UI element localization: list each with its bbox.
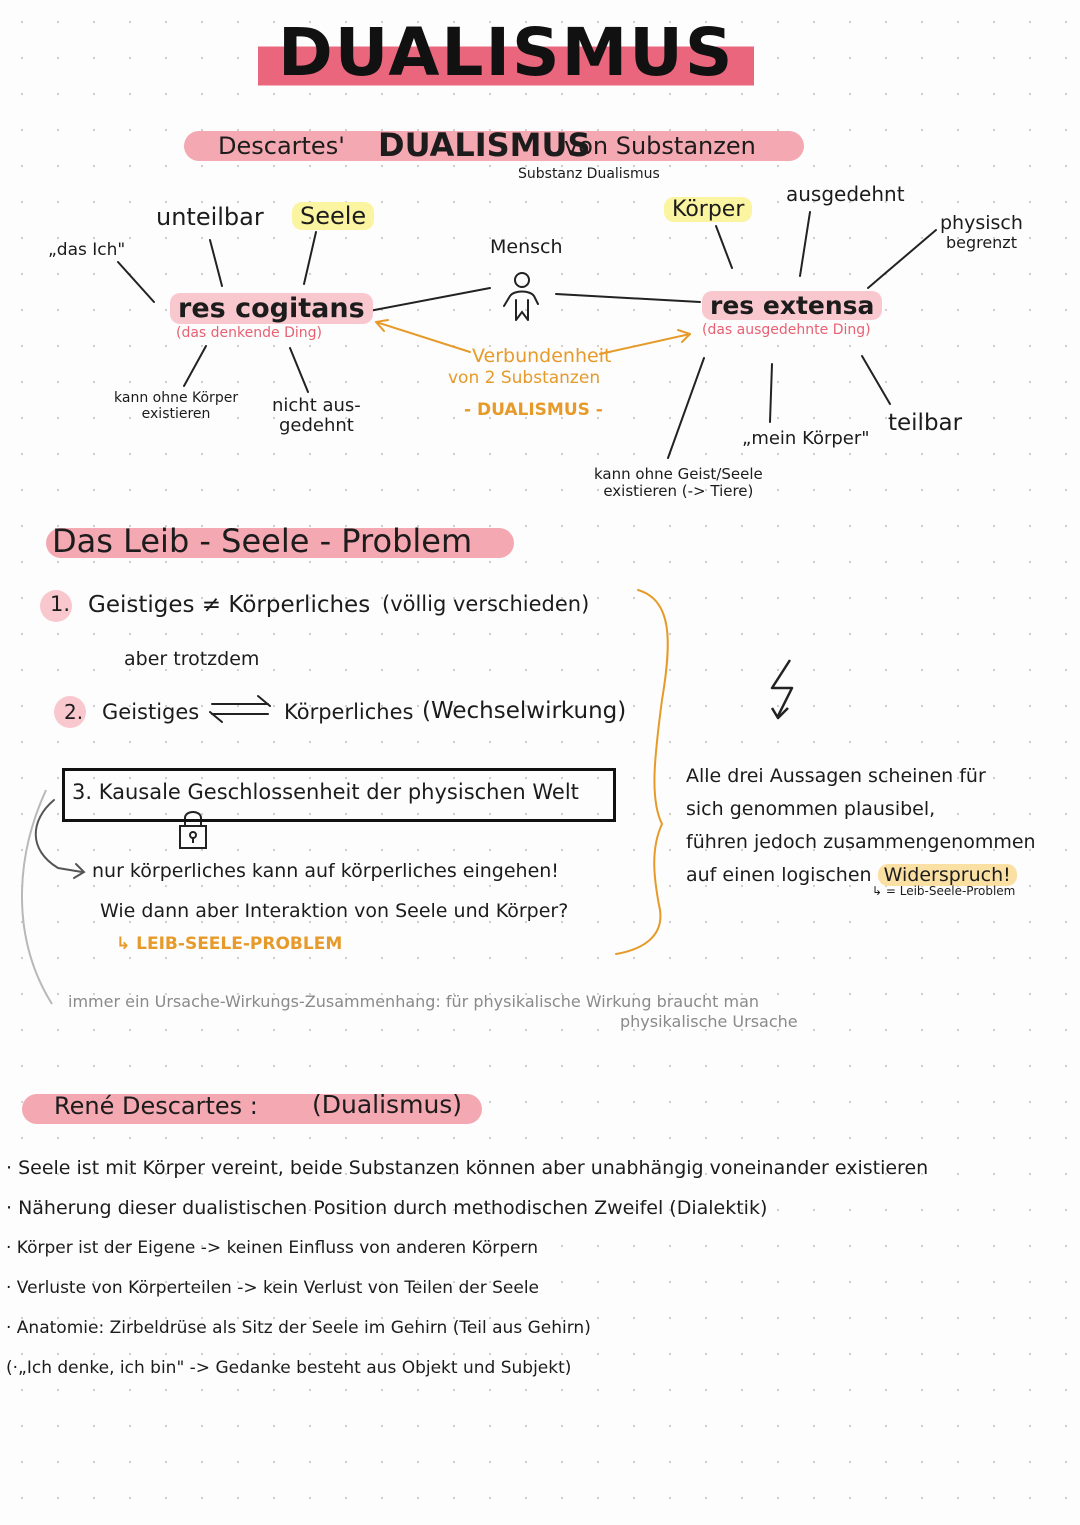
right-conclusion: Alle drei Aussagen scheinen für sich gen… (686, 765, 1036, 886)
descartes-heading: René Descartes : (54, 1092, 258, 1120)
label-von-2-substanzen: von 2 Substanzen (448, 368, 601, 388)
line-cogitans-kann (183, 345, 207, 387)
bullet-4: · Verluste von Körperteilen -> kein Verl… (6, 1278, 540, 1298)
label-ausgedehnt: ausgedehnt (786, 182, 905, 206)
line-seele-cogitans (303, 231, 317, 285)
lightning-icon (770, 659, 794, 720)
label-kann-ohne-geist: kann ohne Geist/Seele existieren (-> Tie… (594, 465, 763, 500)
line-extensa-teilbar (861, 355, 891, 405)
descartes-heading-highlight (22, 1094, 482, 1124)
point1-text: Geistiges ≠ Körperliches (88, 592, 371, 618)
label-physisch-begrenzt: physisch begrenzt (940, 212, 1023, 252)
descartes-bullets: · Seele ist mit Körper vereint, beide Su… (6, 1148, 928, 1388)
label-res-cogitans-sub: (das denkende Ding) (176, 325, 322, 341)
label-res-extensa: res extensa (702, 291, 883, 320)
point2-number: 2. (64, 700, 84, 724)
point1-note: (völlig verschieden) (382, 592, 590, 616)
bullet-2: · Näherung dieser dualistischen Position… (6, 1197, 768, 1219)
point3-box (62, 768, 616, 822)
label-koerper: Körper (664, 197, 753, 222)
number-badge-1 (40, 590, 72, 622)
arrow-to-cogitans (375, 321, 471, 353)
bullet-3: · Körper ist der Eigene -> keinen Einflu… (6, 1238, 538, 1258)
bullet-6: (·„Ich denke, ich bin" -> Gedanke besteh… (6, 1358, 572, 1378)
bullet-5: · Anatomie: Zirbeldrüse als Sitz der See… (6, 1318, 591, 1338)
line-unteilbar-cogitans (209, 239, 223, 287)
right-note: ↳ = Leib-Seele-Problem (872, 884, 1016, 898)
grey-bracket (21, 789, 53, 1005)
line-cogitans-nicht (289, 347, 309, 393)
bottom-line1: immer ein Ursache-Wirkungs-Zusammenhang:… (68, 992, 760, 1011)
label-res-cogitans: res cogitans (170, 293, 373, 324)
label-seele: Seele (292, 202, 375, 230)
line-extensa-kann (667, 357, 705, 459)
label-kann-ohne-koerper: kann ohne Körper existieren (114, 390, 239, 422)
bottom-line2: physikalische Ursache (620, 1012, 798, 1031)
double-arrow (211, 703, 269, 715)
curly-brace (615, 589, 669, 955)
point2-note: (Wechselwirkung) (422, 698, 627, 724)
label-mein-koerper: „mein Körper" (742, 428, 870, 449)
subtitle-highlight (184, 131, 804, 161)
problem-heading-highlight (46, 528, 514, 558)
problem-heading: Das Leib - Seele - Problem (52, 522, 473, 560)
problem-line2: Wie dann aber Interaktion von Seele und … (100, 900, 569, 922)
line-ich-cogitans (117, 261, 155, 303)
number-badge-2 (54, 696, 86, 728)
arrow-to-extensa (599, 333, 691, 355)
line-mensch-extensa (555, 293, 701, 303)
problem-line1: nur körperliches kann auf körperliches e… (92, 860, 559, 882)
subtitle-note: Substanz Dualismus (518, 166, 660, 182)
point2-left: Geistiges (102, 700, 200, 724)
person-icon (503, 272, 539, 321)
point2-right: Körperliches (284, 700, 414, 724)
label-mensch: Mensch (490, 236, 563, 258)
label-nicht-ausgedehnt: nicht aus- gedehnt (272, 395, 361, 436)
label-dualismus-center: - DUALISMUS - (464, 400, 603, 420)
subtitle-part2: DUALISMUS (378, 126, 591, 164)
page-title: DUALISMUS (258, 8, 755, 94)
subtitle-part3: von Substanzen (564, 132, 756, 160)
line-cogitans-mensch (363, 287, 491, 313)
descartes-heading-note: (Dualismus) (312, 1090, 463, 1119)
line-extensa-mein (769, 363, 773, 423)
leib-seele-problem-label: ↳ LEIB-SEELE-PROBLEM (116, 934, 343, 954)
bullet-1: · Seele ist mit Körper vereint, beide Su… (6, 1157, 929, 1179)
subtitle-part1: Descartes' (218, 132, 345, 160)
label-das-ich: „das Ich" (48, 240, 126, 260)
line-physisch-extensa (867, 229, 937, 289)
line-koerper-extensa (715, 225, 733, 269)
point3-text: 3. Kausale Geschlossenheit der physische… (72, 780, 579, 804)
label-unteilbar: unteilbar (156, 203, 264, 231)
label-res-extensa-sub: (das ausgedehnte Ding) (702, 322, 871, 338)
label-teilbar: teilbar (888, 410, 963, 436)
label-verbundenheit: Verbundenheit (472, 345, 612, 367)
widerspruch-highlight: Widerspruch! (877, 864, 1017, 886)
lock-icon (179, 811, 207, 849)
aber-trotzdem: aber trotzdem (124, 648, 260, 670)
point1-number: 1. (50, 592, 71, 616)
line-ausgedehnt-extensa (799, 211, 811, 277)
